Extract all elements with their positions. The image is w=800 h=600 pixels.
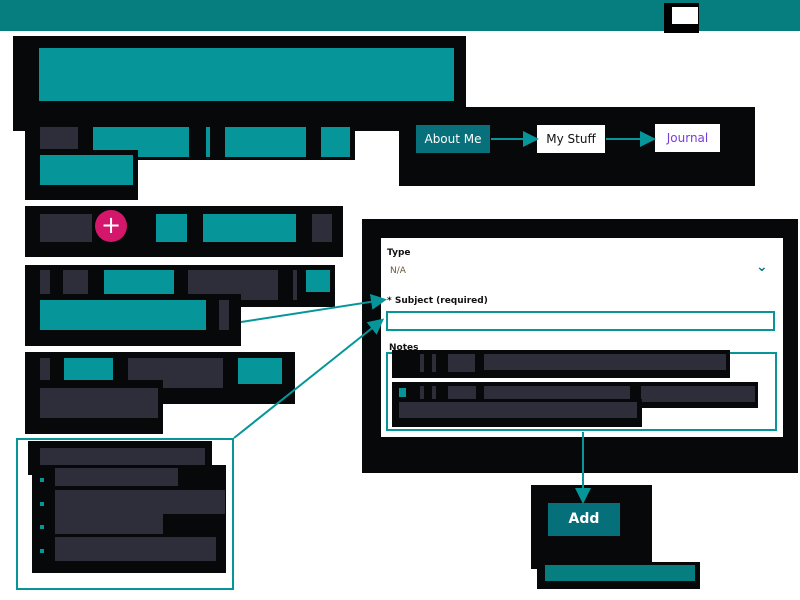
subject-label-text: Subject (required) — [394, 296, 488, 306]
list-bullet — [40, 525, 44, 529]
type-label: Type — [387, 248, 411, 258]
notes-label: Notes — [389, 343, 419, 353]
row-4-item-2[interactable] — [64, 358, 113, 382]
notes-bullet — [399, 388, 406, 397]
chevron-down-icon[interactable]: ⌄ — [756, 259, 768, 275]
nav-item-3[interactable] — [225, 127, 306, 157]
required-marker: * — [387, 296, 392, 306]
type-select[interactable]: N/A — [390, 266, 406, 276]
add-row-item-2[interactable] — [156, 214, 187, 242]
nav-item-4[interactable] — [321, 127, 350, 157]
add-row-item-3[interactable] — [203, 214, 296, 242]
row-4-item-4[interactable] — [238, 358, 282, 384]
list-item[interactable] — [55, 514, 163, 534]
notes-redaction — [420, 386, 424, 404]
list-item[interactable] — [55, 537, 216, 561]
list-item[interactable] — [55, 490, 225, 514]
row-3-item-7[interactable] — [219, 300, 229, 330]
flow-step-journal[interactable]: Journal — [655, 124, 720, 152]
notes-redaction — [484, 386, 630, 400]
flow-step-about-me[interactable]: About Me — [416, 125, 490, 153]
notes-redaction — [484, 354, 726, 370]
footer-bar — [545, 565, 695, 581]
nav-item-5[interactable] — [40, 155, 133, 185]
list-bullet — [40, 478, 44, 482]
row-3-item-6[interactable] — [40, 300, 206, 330]
nav-item-1[interactable] — [40, 127, 78, 149]
list-frame — [16, 438, 234, 590]
row-3-item-1[interactable] — [40, 270, 50, 294]
add-row-item-4[interactable] — [312, 214, 332, 242]
flow-step-my-stuff[interactable]: My Stuff — [537, 125, 605, 153]
list-bullet — [40, 549, 44, 553]
notes-redaction — [432, 386, 436, 404]
nav-divider — [206, 127, 210, 157]
notes-redaction — [432, 354, 436, 372]
notes-redaction — [448, 354, 475, 372]
list-header-bar — [40, 448, 205, 470]
row-3-item-5[interactable] — [306, 270, 330, 292]
row-3-divider — [293, 270, 297, 300]
list-bullet — [40, 502, 44, 506]
list-item[interactable] — [55, 468, 178, 486]
add-row-item-1[interactable] — [40, 214, 92, 242]
row-4-item-5[interactable] — [40, 388, 158, 418]
header-banner — [39, 48, 454, 101]
row-4-item-1[interactable] — [40, 358, 50, 382]
notes-redaction — [641, 386, 755, 402]
row-3-item-3[interactable] — [104, 270, 174, 294]
subject-input[interactable] — [386, 311, 775, 331]
add-button[interactable]: Add — [548, 503, 620, 536]
subject-label: * Subject (required) — [387, 296, 488, 306]
row-3-item-2[interactable] — [63, 270, 88, 294]
plus-icon[interactable]: + — [95, 210, 127, 242]
notes-redaction — [399, 402, 637, 418]
notes-redaction — [420, 354, 424, 372]
top-bar-button-face[interactable] — [672, 7, 698, 24]
notes-redaction — [448, 386, 476, 400]
